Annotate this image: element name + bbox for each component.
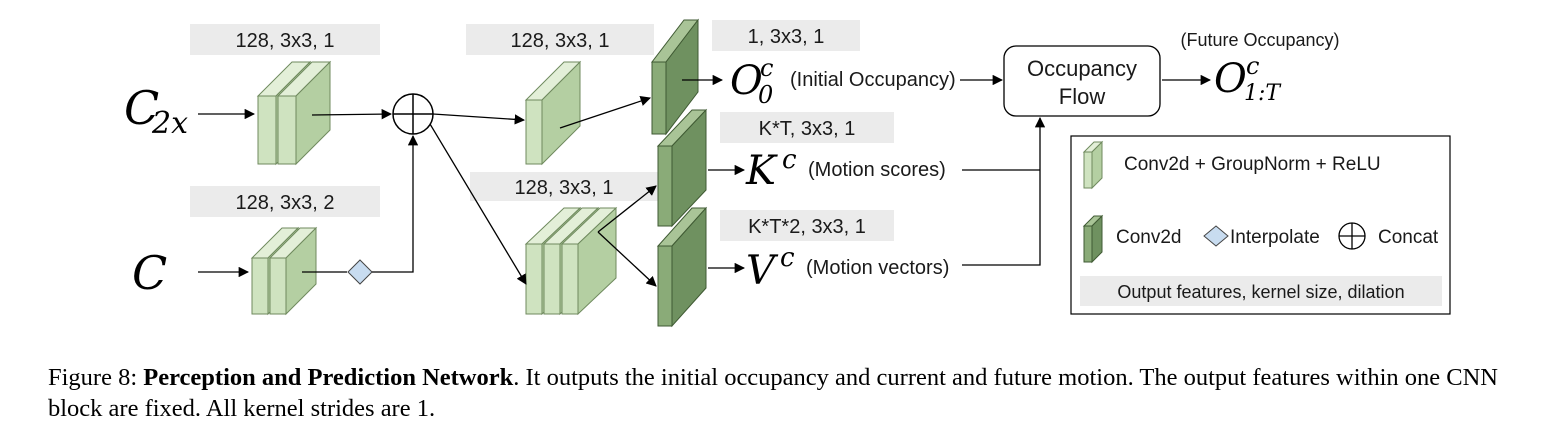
- occupancy-flow-box: Occupancy Flow: [1003, 45, 1161, 117]
- output-future-occupancy-symbol: O c 1:T: [1214, 52, 1282, 106]
- legend-interpolate-label: Interpolate: [1230, 227, 1320, 248]
- input-c-symbol: C: [132, 246, 167, 300]
- legend-dark-slab-swatch: [1082, 214, 1104, 264]
- legend-interpolate-swatch: [1203, 225, 1229, 247]
- svg-text:c: c: [1246, 52, 1259, 80]
- legend-concat-swatch: [1338, 222, 1366, 250]
- svg-text:c: c: [782, 145, 797, 175]
- interpolate-node: [347, 259, 373, 285]
- output-motion-scores-symbol: K c: [745, 145, 797, 194]
- svg-text:128, 3x3, 1: 128, 3x3, 1: [236, 30, 335, 52]
- svg-text:128, 3x3, 1: 128, 3x3, 1: [515, 177, 614, 199]
- conv-block-c: [250, 226, 318, 316]
- param-label-c-conv: 128, 3x3, 2: [190, 186, 380, 217]
- param-label-k-conv: K*T, 3x3, 1: [720, 112, 894, 143]
- input-c2x-symbol: C 2x: [124, 81, 188, 141]
- param-label-c2x-conv: 128, 3x3, 1: [190, 24, 380, 55]
- slab-light: [560, 206, 618, 316]
- future-occupancy-label: (Future Occupancy): [1180, 30, 1339, 50]
- output-motion-vectors-symbol: V c: [746, 243, 795, 294]
- caption-title: Perception and Prediction Network: [143, 364, 514, 391]
- legend: Conv2d + GroupNorm + ReLU Conv2d Interpo…: [1070, 135, 1451, 315]
- legend-param-note: Output features, kernel size, dilation: [1117, 282, 1404, 302]
- svg-text:128, 3x3, 2: 128, 3x3, 2: [236, 192, 335, 214]
- network-diagram: 128, 3x3, 1 128, 3x3, 2 128, 3x3, 1 1, 3…: [124, 18, 1451, 328]
- svg-text:V: V: [746, 248, 779, 294]
- legend-light-slab-swatch: [1082, 140, 1104, 190]
- svg-text:Occupancy: Occupancy: [1027, 56, 1137, 81]
- caption-body: . It outputs the initial occupancy and c…: [48, 364, 1498, 422]
- legend-conv2d-label: Conv2d: [1116, 227, 1182, 248]
- svg-text:K*T*2, 3x3, 1: K*T*2, 3x3, 1: [748, 216, 866, 238]
- figure-caption: Figure 8: Perception and Prediction Netw…: [48, 362, 1528, 424]
- svg-text:C: C: [124, 81, 159, 135]
- concat-node: [392, 93, 434, 135]
- svg-text:Flow: Flow: [1059, 84, 1106, 109]
- conv2d-block-motion-scores: [656, 108, 708, 228]
- svg-text:2x: 2x: [151, 106, 188, 141]
- svg-text:O: O: [1214, 56, 1247, 102]
- svg-text:K*T, 3x3, 1: K*T, 3x3, 1: [759, 118, 856, 140]
- param-label-occ-conv: 1, 3x3, 1: [712, 20, 860, 51]
- svg-text:K: K: [745, 148, 778, 194]
- conv2d-block-occupancy: [650, 18, 700, 136]
- param-label-mid-conv: 128, 3x3, 1: [466, 24, 654, 55]
- motion-vectors-label: (Motion vectors): [806, 257, 949, 279]
- initial-occupancy-label: (Initial Occupancy): [790, 69, 956, 91]
- conv-block-c2x: [256, 60, 332, 166]
- svg-text:128, 3x3, 1: 128, 3x3, 1: [511, 30, 610, 52]
- legend-concat-label: Concat: [1378, 227, 1439, 248]
- caption-prefix: Figure 8:: [48, 364, 144, 391]
- svg-text:O: O: [730, 58, 763, 104]
- param-label-v-conv: K*T*2, 3x3, 1: [720, 210, 894, 241]
- svg-text:c: c: [760, 54, 773, 82]
- svg-text:1, 3x3, 1: 1, 3x3, 1: [748, 26, 825, 48]
- conv2d-block-motion-vectors: [656, 206, 708, 328]
- param-label-branch-conv: 128, 3x3, 1: [470, 172, 658, 201]
- conv-block-mid: [524, 60, 582, 166]
- legend-conv-gn-relu-label: Conv2d + GroupNorm + ReLU: [1124, 154, 1381, 175]
- motion-scores-label: (Motion scores): [808, 159, 946, 181]
- svg-text:1:T: 1:T: [1244, 81, 1282, 106]
- svg-text:0: 0: [758, 81, 773, 109]
- slab-light: [276, 60, 332, 166]
- svg-text:c: c: [780, 243, 795, 273]
- connections: [198, 74, 1212, 287]
- svg-text:C: C: [132, 246, 167, 300]
- slab-light: [268, 226, 318, 316]
- conv-block-branch: [524, 206, 618, 316]
- output-occupancy-symbol: O c 0: [730, 54, 773, 109]
